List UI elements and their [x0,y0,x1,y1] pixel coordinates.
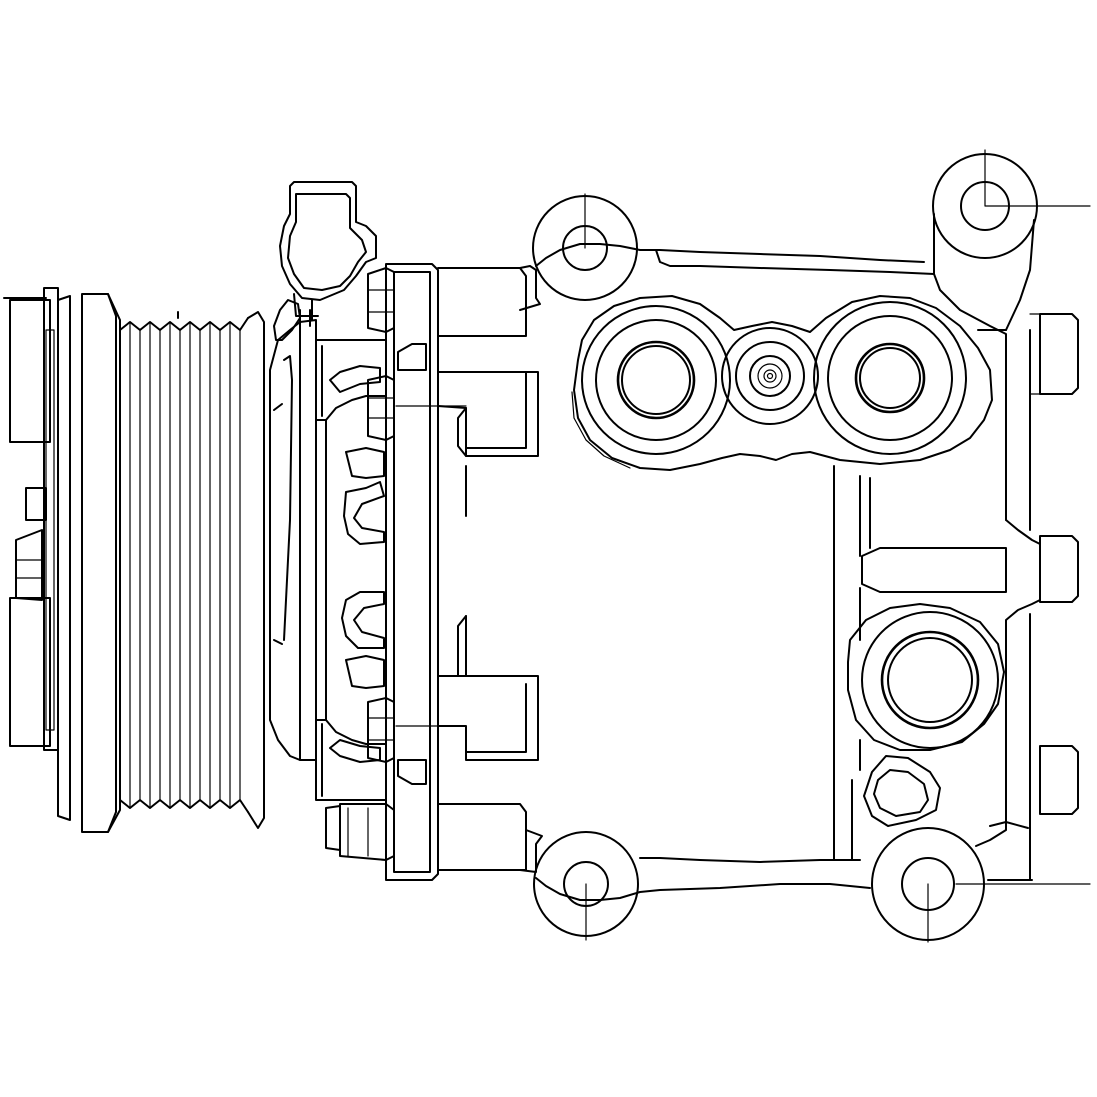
flange-plate [385,263,467,881]
clutch-plate [3,287,59,751]
cylinder-block [437,265,543,873]
drive-pulley [57,293,265,833]
mounting-ear-top-right [932,149,1091,331]
bolt-bottom [325,803,395,861]
electrical-connector [279,181,377,327]
service-valve [721,327,819,425]
mounting-ear-top-left [532,193,638,301]
side-bosses [1029,313,1079,815]
clutch-coil [269,299,317,761]
rear-housing [535,243,1041,901]
front-housing [315,339,387,801]
mounting-ears [532,149,1091,943]
mounting-ear-bottom-right [871,827,1091,943]
bolt-top [367,267,395,333]
bolts [325,267,395,861]
suction-port [581,305,731,455]
mounting-ear-bottom-left [533,831,639,941]
lower-port [847,547,1007,827]
discharge-port [813,301,967,455]
bolt-upper [367,375,395,441]
refrigerant-ports [571,295,993,471]
pulley-grooves [129,323,241,807]
